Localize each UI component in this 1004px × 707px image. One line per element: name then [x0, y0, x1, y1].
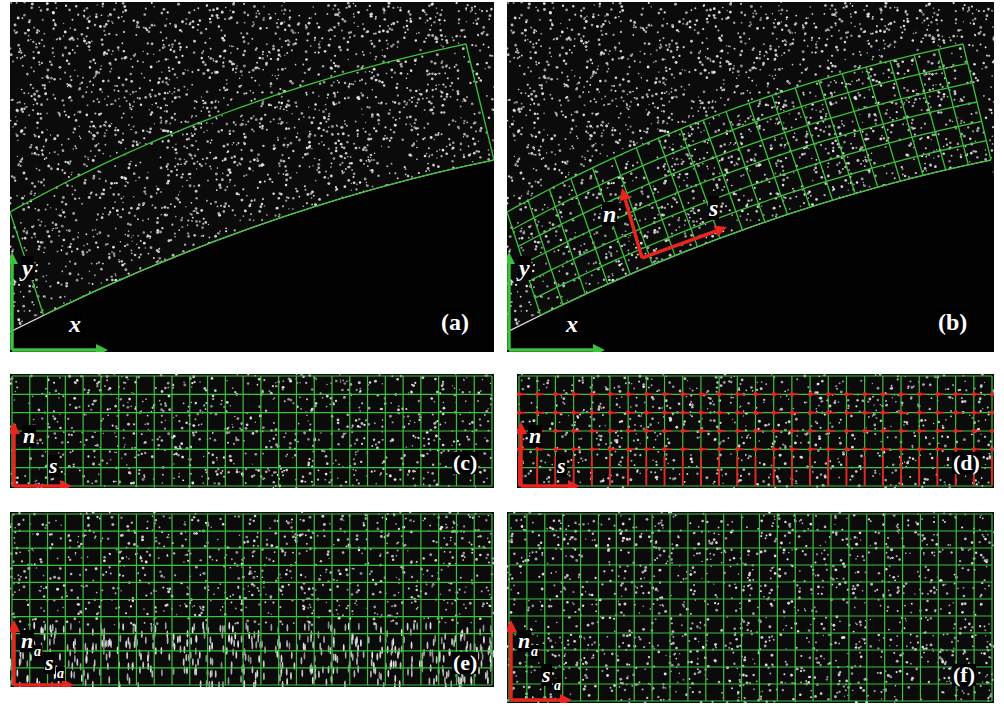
figure: yx(a)yxns(b)ns(c)ns(d)nasa(e)nasa(f)	[0, 0, 1004, 707]
